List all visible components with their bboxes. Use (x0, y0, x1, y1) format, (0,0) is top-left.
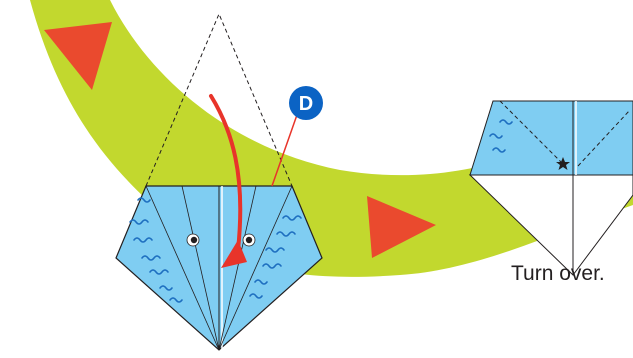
star-icon (556, 157, 570, 170)
step-marker-letter: D (299, 93, 313, 115)
wave-pattern-left (129, 197, 183, 303)
folded-model-right (468, 100, 633, 276)
wave-pattern-right (249, 215, 302, 299)
fold-flap-outline (145, 12, 293, 187)
direction-triangle-icon (44, 22, 112, 90)
direction-triangle-icon (367, 196, 436, 258)
step-marker-leader (271, 111, 299, 187)
turn-over-caption: Turn over. (511, 262, 605, 285)
folded-model-left (115, 185, 323, 351)
fold-arrow-icon (209, 94, 247, 268)
step-marker-badge (289, 86, 323, 120)
